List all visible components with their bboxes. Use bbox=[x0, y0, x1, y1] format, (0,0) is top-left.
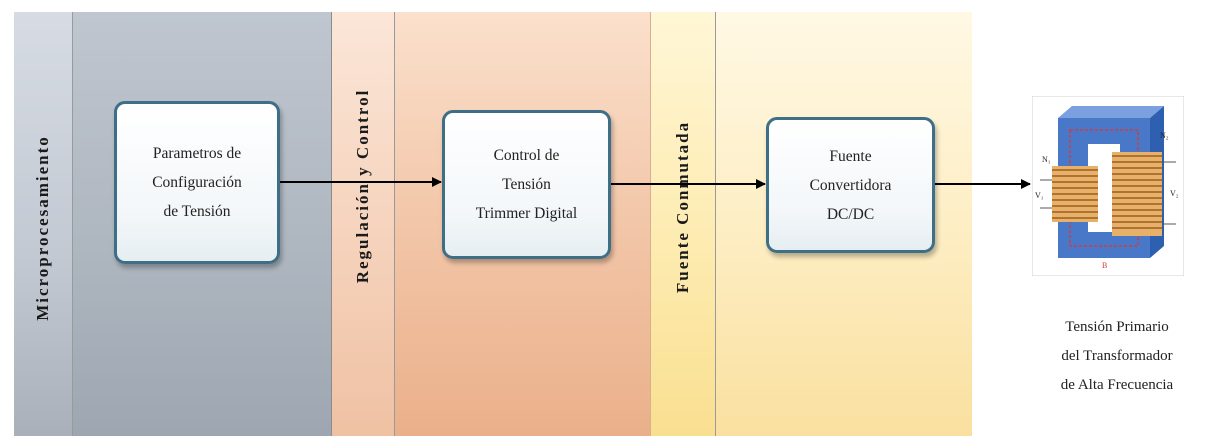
lane-label: Regulación y Control bbox=[353, 88, 372, 284]
block-line: Fuente bbox=[829, 147, 872, 165]
label-n1: N₁ bbox=[1042, 155, 1051, 164]
label-n2: N₂ bbox=[1160, 131, 1169, 140]
block-line: Configuración bbox=[152, 174, 242, 191]
caption-line: de Alta Frecuencia bbox=[1060, 377, 1174, 393]
secondary-winding-icon bbox=[1112, 152, 1162, 236]
output-caption: Tensión Primario del Transformador de Al… bbox=[1028, 313, 1206, 400]
primary-winding-icon bbox=[1052, 166, 1098, 222]
block-line: Control de bbox=[493, 147, 560, 164]
block-line: Convertidora bbox=[809, 176, 892, 194]
block-line: DC/DC bbox=[826, 205, 875, 223]
transformer-illustration: N₁ V₁ N₂ V₂ B bbox=[1032, 96, 1184, 276]
block-control-tension: Control de Tensión Trimmer Digital bbox=[442, 110, 611, 259]
block-line: Parametros de bbox=[152, 145, 242, 162]
lane-regulacion-header: Regulación y Control bbox=[332, 12, 395, 436]
caption-line: del Transformador bbox=[1061, 348, 1173, 364]
block-line: Tensión bbox=[502, 176, 551, 193]
block-fuente-convertidora: Fuente Convertidora DC/DC bbox=[766, 117, 935, 253]
block-parametros-configuracion: Parametros de Configuración de Tensión bbox=[114, 101, 280, 264]
label-v2: V₂ bbox=[1170, 189, 1179, 198]
block-line: de Tensión bbox=[163, 203, 231, 220]
label-v1: V₁ bbox=[1035, 191, 1044, 200]
lane-label: Microprocesamiento bbox=[33, 135, 52, 321]
caption-line: Tensión Primario bbox=[1065, 319, 1169, 335]
label-b: B bbox=[1102, 261, 1107, 270]
block-line: Trimmer Digital bbox=[475, 205, 578, 222]
lane-microprocesamiento-header: Microprocesamiento bbox=[14, 12, 73, 436]
lane-label: Fuente Conmutada bbox=[673, 120, 692, 294]
lane-fuente-header: Fuente Conmutada bbox=[651, 12, 716, 436]
